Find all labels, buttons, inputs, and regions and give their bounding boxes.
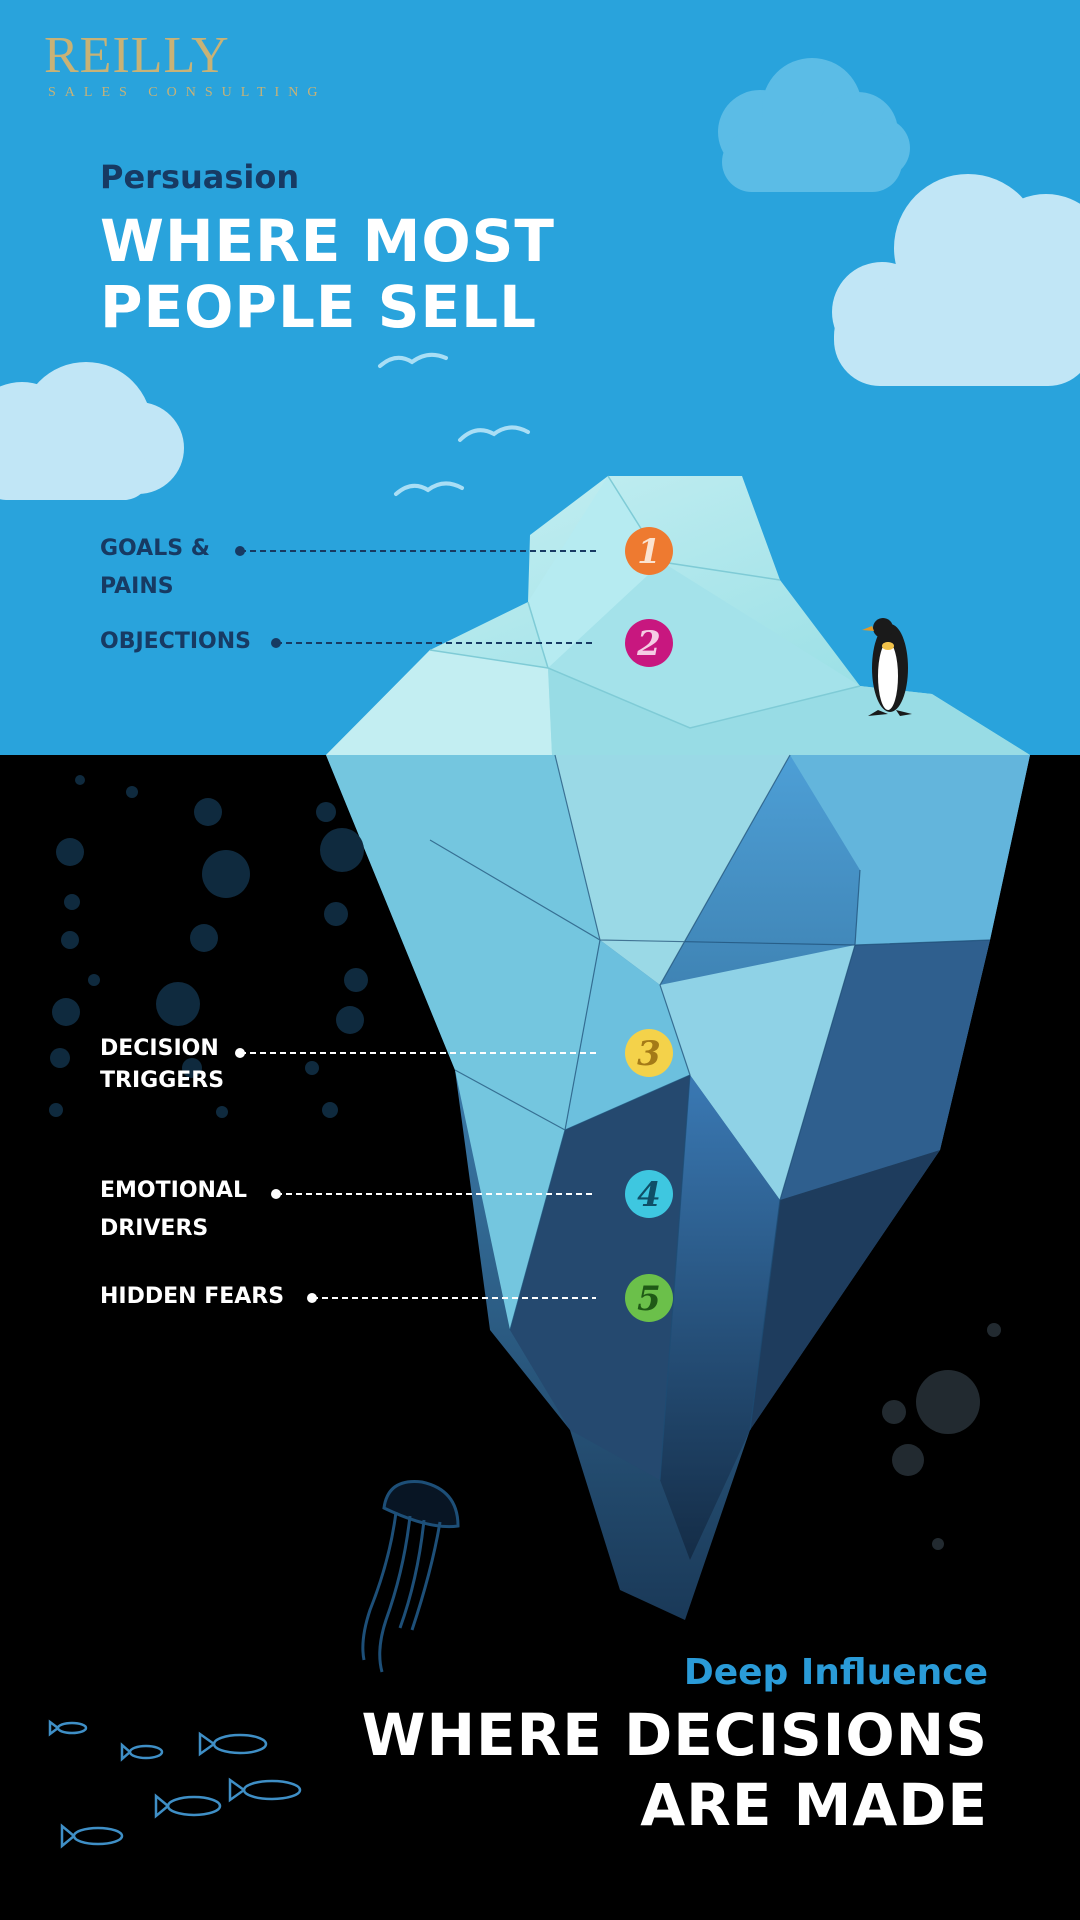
leader-dot [271,1189,281,1199]
headline-bottom-line1: WHERE DECISIONS [361,1701,988,1769]
level-marker-4: 4 [625,1170,673,1218]
section-label-top: Persuasion [100,158,300,196]
level-label-2: OBJECTIONS [100,623,251,661]
headline-top-line2: PEOPLE SELL [100,273,538,341]
leader-dot [307,1293,317,1303]
level-label-line1: DECISION [100,1036,219,1061]
level-label-line2: TRIGGERS [100,1068,225,1093]
jellyfish-icon [361,1480,460,1673]
fish-icon [48,1719,88,1737]
cloud-icon [718,58,910,192]
level-number: 3 [637,1034,661,1074]
fish-icon [198,1731,268,1757]
level-marker-2: 2 [625,619,673,667]
fish-icon [60,1823,124,1849]
leader-dot [235,1048,245,1058]
fish-icon [120,1742,164,1762]
cloud-icon [0,362,184,500]
level-number: 1 [637,532,661,572]
bird-icon [394,481,464,496]
headline-bottom: WHERE DECISIONS ARE MADE [362,1700,989,1840]
bubble-icon [882,1323,1001,1550]
level-label-line1: EMOTIONAL [100,1178,247,1203]
level-marker-1: 1 [625,527,673,575]
bird-icon [378,352,448,368]
level-number: 4 [637,1175,661,1215]
level-label-1: GOALS & PAINS [100,530,210,606]
cloud-icon [832,174,1080,386]
section-label-bottom: Deep Influence [683,1652,988,1693]
level-number: 2 [636,624,661,664]
bird-icon [458,425,530,442]
leader-dot [235,546,245,556]
iceberg-underwater [326,754,1030,1620]
level-label-5: HIDDEN FEARS [100,1278,284,1316]
headline-bottom-line2: ARE MADE [640,1771,988,1839]
level-marker-5: 5 [625,1274,673,1322]
level-label-line1: GOALS & [100,536,210,561]
level-marker-3: 3 [625,1029,673,1077]
bubble-icon [49,775,368,1118]
headline-top: WHERE MOST PEOPLE SELL [100,208,555,340]
level-label-line2: PAINS [100,574,174,599]
level-label-line1: HIDDEN FEARS [100,1284,285,1309]
fish-icon [154,1793,222,1819]
brand-tagline: SALES CONSULTING [48,85,327,100]
leader-dot [271,638,281,648]
brand-logo: REILLY [44,27,230,84]
headline-top-line1: WHERE MOST [100,207,555,275]
level-label-3: DECISION TRIGGERS [100,1033,224,1097]
penguin-icon [862,618,912,716]
iceberg-tip [326,475,1030,755]
level-number: 5 [637,1279,661,1319]
level-label-4: EMOTIONAL DRIVERS [100,1172,247,1248]
level-label-line1: OBJECTIONS [100,629,251,654]
level-label-line2: DRIVERS [100,1216,209,1241]
fish-icon [228,1777,302,1803]
